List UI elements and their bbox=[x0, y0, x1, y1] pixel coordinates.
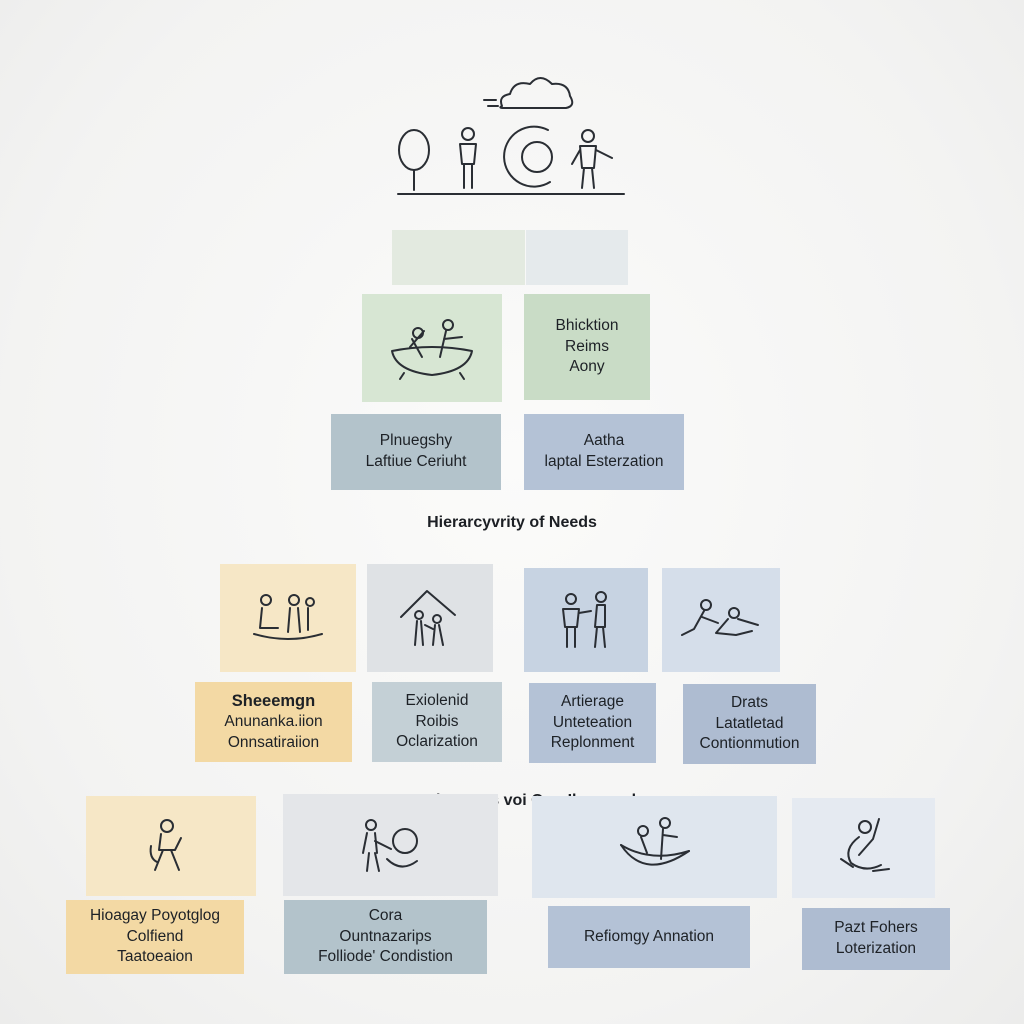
tier2-icon-tile bbox=[362, 294, 502, 402]
tier4-label-1-line-3: Onnsatiraiion bbox=[227, 734, 320, 752]
top-illustration bbox=[397, 77, 625, 195]
tier4-label-box-1: Sheeemgn Anunanka.iion Onnsatiraiion bbox=[195, 682, 352, 762]
tier4-label-2-line-1: Exiolenid bbox=[405, 691, 469, 709]
caregiver-icon bbox=[361, 819, 418, 872]
tier5-icon-tile-4 bbox=[792, 798, 935, 898]
tier4-icon-tile-4 bbox=[662, 568, 780, 672]
tier5-label-box-1: Hioagay Poyotglog Colfiend Taatoeaion bbox=[66, 900, 244, 974]
tier5-label-4-line-1: Pazt Fohers bbox=[834, 919, 918, 937]
tier3-left-box: Plnuegshy Laftiue Ceriuht bbox=[331, 414, 501, 490]
bathtub-people-icon bbox=[391, 319, 473, 380]
main-heading: Hierarcyvrity of Needs bbox=[427, 514, 597, 531]
tier5-label-1-line-1: Hioagay Poyotglog bbox=[89, 906, 221, 924]
tier5-label-1-line-3: Taatoeaion bbox=[117, 948, 193, 966]
tier5-icon-tile-1 bbox=[86, 796, 256, 896]
tier4-label-2-line-3: Oclarization bbox=[396, 733, 478, 751]
boat-people-icon bbox=[619, 817, 690, 866]
tier4-label-1-line-1: Sheeemgn bbox=[231, 691, 316, 710]
tier3-left-line-2: Laftiue Ceriuht bbox=[365, 453, 467, 470]
tier4-label-1-line-2: Anunanka.iion bbox=[224, 713, 323, 731]
tier4-label-3-line-3: Replonment bbox=[550, 734, 635, 752]
person-icon bbox=[459, 127, 477, 189]
tier5-icon-tile-3 bbox=[532, 796, 777, 898]
tier4-icon-tile-3 bbox=[524, 568, 648, 672]
tier5-label-3-line-1: Refiomgy Annation bbox=[583, 927, 715, 945]
tier4-label-box-2: Exiolenid Roibis Oclarization bbox=[372, 682, 502, 762]
tier2-label-box: Bhicktion Reims Aony bbox=[524, 294, 650, 400]
tier4-label-box-3: Artierage Unteteation Replonment bbox=[529, 683, 656, 763]
tier4-label-3-line-2: Unteteation bbox=[552, 713, 633, 731]
tier5-label-box-4: Pazt Fohers Loterization bbox=[802, 908, 950, 970]
tier4-label-3-line-1: Artierage bbox=[561, 692, 624, 710]
seated-group-icon bbox=[253, 594, 323, 640]
tier4-label-4-line-2: Latatletad bbox=[715, 714, 784, 732]
tier4-label-4-line-1: Drats bbox=[730, 693, 769, 711]
tier4-icon-tile-1 bbox=[220, 564, 356, 672]
mirror-icon bbox=[398, 129, 430, 191]
tier3-left-line-1: Plnuegshy bbox=[379, 432, 453, 450]
tier4-icon-tile-2 bbox=[367, 564, 493, 672]
tier2-label-line-3: Aony bbox=[569, 358, 605, 376]
tier5-label-1-line-2: Colfiend bbox=[126, 927, 184, 945]
tier5-label-4-line-2: Loterization bbox=[835, 940, 917, 957]
cloud-icon bbox=[483, 77, 574, 109]
tier3-right-line-1: Aatha bbox=[583, 432, 625, 450]
tier4-label-box-4: Drats Latatletad Contionmution bbox=[683, 684, 816, 764]
reclining-people-icon bbox=[681, 599, 759, 636]
embrace-icon bbox=[839, 818, 890, 872]
person-with-child-icon bbox=[149, 819, 182, 871]
two-people-talking-icon bbox=[562, 591, 607, 648]
tier3-right-box: Aatha laptal Esterzation bbox=[524, 414, 684, 490]
tier2-label-line-2: Reims bbox=[565, 337, 609, 355]
tier5-label-2-line-1: Cora bbox=[368, 906, 403, 924]
tier5-label-2-line-3: Folliode' Condistion bbox=[318, 948, 453, 966]
tier5-icon-tile-2 bbox=[283, 794, 498, 896]
tier2-label-line-1: Bhicktion bbox=[555, 316, 619, 334]
tier5-label-box-2: Cora Ountnazarips Folliode' Condistion bbox=[284, 900, 487, 974]
apex-block-left bbox=[392, 230, 525, 285]
orb-icon bbox=[503, 125, 553, 188]
tier5-label-2-line-2: Ountnazarips bbox=[339, 927, 432, 945]
shelter-people-icon bbox=[400, 590, 456, 646]
tier4-label-2-line-2: Roibis bbox=[415, 712, 459, 730]
apex-block-right bbox=[526, 230, 628, 285]
tier3-right-line-2: laptal Esterzation bbox=[544, 453, 664, 470]
person-pointing-icon bbox=[571, 129, 613, 189]
tier4-label-4-line-3: Contionmution bbox=[699, 735, 800, 753]
tier5-label-box-3: Refiomgy Annation bbox=[548, 906, 750, 968]
